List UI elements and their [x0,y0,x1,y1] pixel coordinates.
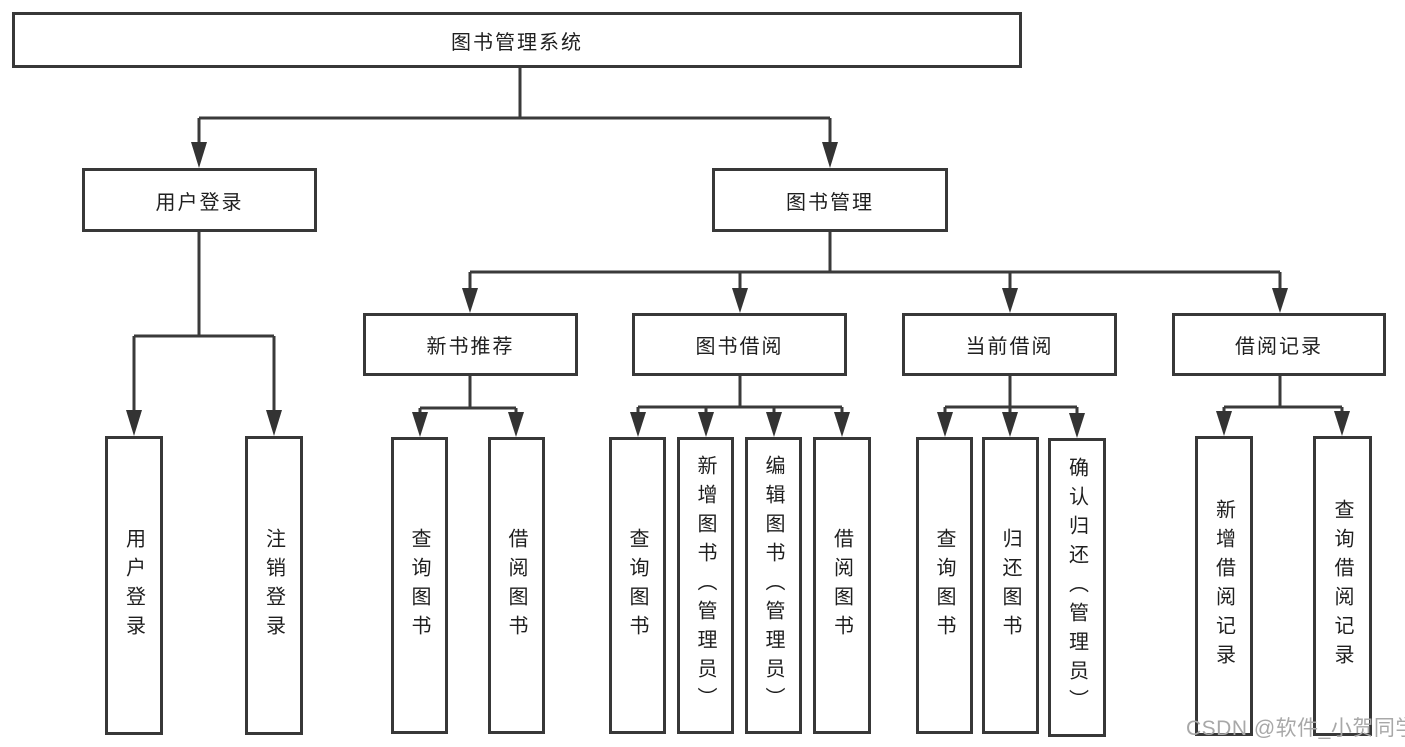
leaf-current-confirm-label: 确认归还（管理员） [1065,457,1088,718]
node-book-mgmt: 图书管理 [712,168,948,232]
node-borrow-records-label: 借阅记录 [1235,336,1323,358]
leaf-user-login-label: 用户登录 [122,527,145,644]
node-root: 图书管理系统 [12,12,1022,68]
node-root-label: 图书管理系统 [451,31,583,54]
leaf-records-query: 查询借阅记录 [1313,436,1372,736]
leaf-records-add: 新增借阅记录 [1195,436,1253,736]
leaf-borrowing-add: 新增图书（管理员） [677,437,734,734]
node-current-borrow: 当前借阅 [902,313,1117,376]
leaf-logout: 注销登录 [245,436,303,735]
leaf-records-query-label: 查询借阅记录 [1331,499,1353,673]
node-user-login: 用户登录 [82,168,317,232]
leaf-borrowing-borrow-label: 借阅图书 [830,527,853,644]
node-user-login-label: 用户登录 [155,191,244,214]
leaf-borrowing-borrow: 借阅图书 [813,437,871,734]
leaf-newbooks-query: 查询图书 [391,437,448,734]
csdn-watermark: CSDN @软件_小贺同学 [1186,717,1405,740]
leaf-current-return-label: 归还图书 [999,527,1021,644]
leaf-borrowing-edit-label: 编辑图书（管理员） [762,455,784,716]
leaf-newbooks-borrow: 借阅图书 [488,437,545,734]
leaf-borrowing-add-label: 新增图书（管理员） [694,455,716,716]
leaf-borrowing-query-label: 查询图书 [626,527,648,644]
leaf-current-return: 归还图书 [982,437,1039,734]
node-new-books-label: 新书推荐 [426,336,515,358]
leaf-newbooks-query-label: 查询图书 [408,527,430,644]
arrowheads [126,142,1350,438]
node-borrowing: 图书借阅 [632,313,847,376]
leaf-borrowing-query: 查询图书 [609,437,666,734]
leaf-current-confirm: 确认归还（管理员） [1048,438,1106,737]
leaf-user-login: 用户登录 [105,436,163,735]
node-current-borrow-label: 当前借阅 [965,336,1054,358]
leaf-borrowing-edit: 编辑图书（管理员） [745,437,802,734]
leaf-logout-label: 注销登录 [262,527,285,644]
node-new-books: 新书推荐 [363,313,578,376]
node-book-mgmt-label: 图书管理 [786,191,874,214]
leaf-records-add-label: 新增借阅记录 [1212,499,1235,673]
leaf-current-query: 查询图书 [916,437,973,734]
node-borrowing-label: 图书借阅 [695,336,784,358]
leaf-current-query-label: 查询图书 [933,527,955,644]
leaf-newbooks-borrow-label: 借阅图书 [505,527,527,644]
node-borrow-records: 借阅记录 [1172,313,1386,376]
